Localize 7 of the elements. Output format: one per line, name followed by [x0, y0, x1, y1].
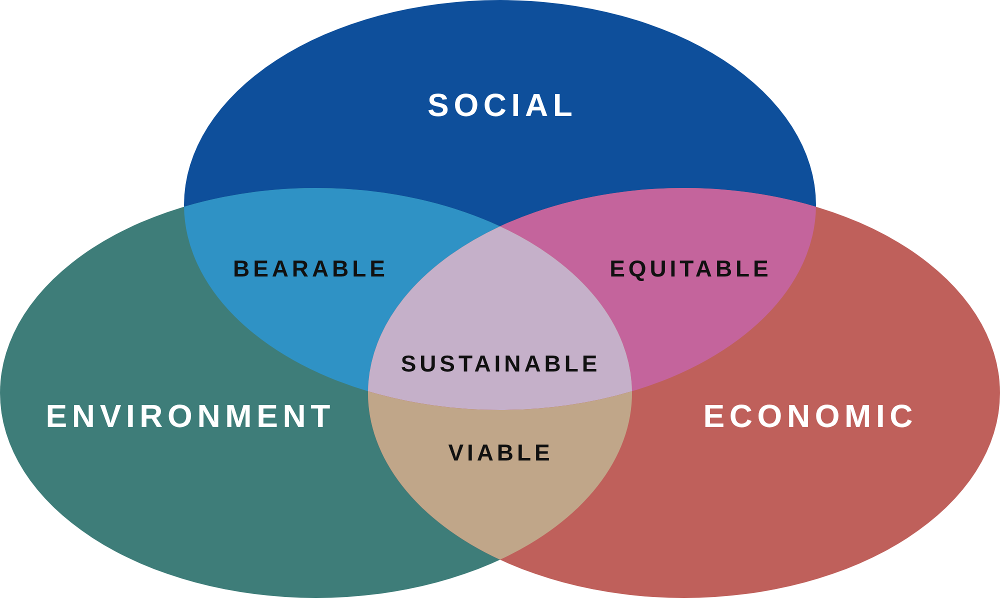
region-label: VIABLE [447, 442, 554, 464]
region-label: ENVIRONMENT [44, 400, 336, 432]
region-label: ECONOMIC [702, 400, 918, 432]
region-label: EQUITABLE [608, 258, 772, 280]
region-label: SOCIAL [426, 89, 578, 121]
region-label: BEARABLE [232, 258, 388, 280]
region-label: SUSTAINABLE [400, 352, 601, 376]
